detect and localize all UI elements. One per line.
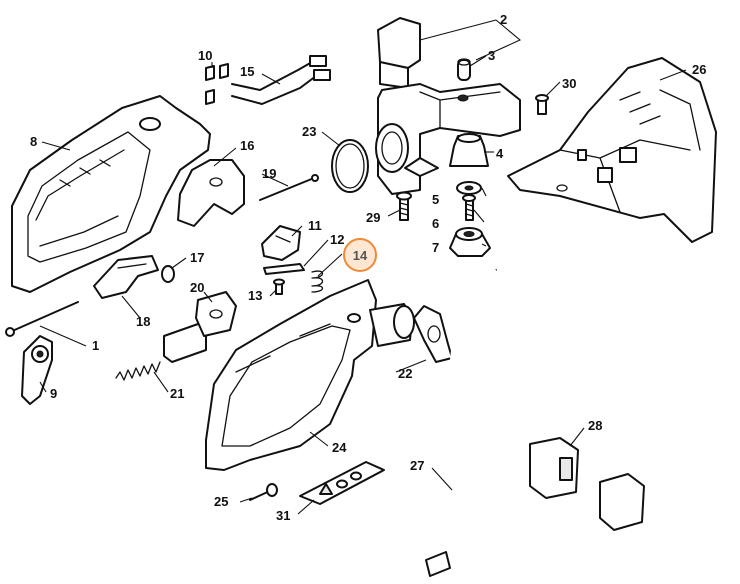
part-24-handle-half	[205, 279, 415, 471]
leader-lines	[39, 19, 687, 515]
callout-21: 21	[170, 386, 184, 401]
part-14-spring	[311, 270, 324, 293]
callout-25: 25	[214, 494, 228, 509]
part-13-screw	[273, 278, 285, 295]
part-18-lever	[93, 255, 159, 299]
part-23-o-ring	[331, 139, 369, 193]
callout-12: 12	[330, 232, 344, 247]
callout-28: 28	[588, 418, 602, 433]
highlighted-callout-14[interactable]: 14	[343, 238, 377, 272]
callout-22: 22	[398, 366, 412, 381]
callout-31: 31	[276, 508, 290, 523]
callout-19: 19	[262, 166, 276, 181]
callout-23: 23	[302, 124, 316, 139]
part-9-lever	[21, 335, 53, 405]
part-16-trigger	[177, 159, 245, 227]
callout-15: 15	[240, 64, 254, 79]
part-22-bracket	[413, 305, 453, 363]
part-15-cable	[231, 55, 331, 105]
part-26-guard	[507, 57, 717, 243]
highlight-circle	[343, 238, 377, 272]
callout-4: 4	[496, 146, 504, 161]
part-8-handle-half	[11, 95, 211, 293]
part-11-switch	[261, 225, 301, 261]
part-29-screw	[396, 191, 412, 221]
part-7-mount	[449, 227, 491, 257]
part-19-rod	[259, 174, 319, 201]
callout-26: 26	[692, 62, 706, 77]
callout-5: 5	[432, 192, 439, 207]
circle-icon	[336, 479, 348, 489]
callout-8: 8	[30, 134, 37, 149]
callout-24: 24	[332, 440, 347, 455]
callout-13: 13	[248, 288, 262, 303]
callout-9: 9	[50, 386, 57, 401]
callout-29: 29	[366, 210, 380, 225]
callout-11: 11	[308, 218, 322, 233]
callout-16: 16	[240, 138, 254, 153]
callout-30: 30	[562, 76, 576, 91]
part-2-bracket	[375, 17, 521, 195]
part-20-slider	[163, 291, 237, 363]
part-3-pin	[457, 58, 471, 81]
part-4-mount	[449, 133, 489, 167]
callout-2: 2	[500, 12, 507, 27]
part-21-spring	[115, 361, 161, 381]
part-10-terminals	[205, 63, 229, 105]
part-28-clamp	[529, 437, 645, 531]
callout-27: 27	[410, 458, 424, 473]
callout-6: 6	[432, 216, 439, 231]
part-31-label-plate	[299, 461, 385, 505]
callout-10: 10	[198, 48, 212, 63]
circle-icon	[350, 471, 362, 481]
callout-labels: 2 3 4 5 6 7 30 26 29 23 8 10 15 16 19 11…	[30, 12, 706, 523]
callout-17: 17	[190, 250, 204, 265]
part-30-screw	[535, 94, 549, 115]
callout-20: 20	[190, 280, 204, 295]
warning-triangle-icon	[319, 483, 333, 495]
callout-3: 3	[488, 48, 495, 63]
callout-14: 14	[353, 248, 368, 263]
callout-18: 18	[136, 314, 150, 329]
part-25-screw	[249, 483, 278, 501]
callout-1: 1	[92, 338, 99, 353]
part-5-washer	[456, 181, 482, 195]
part-1-rod	[5, 301, 79, 337]
part-27-loop-handle	[425, 254, 718, 577]
part-6-screw	[462, 194, 476, 221]
part-12-contact	[263, 263, 305, 275]
callout-7: 7	[432, 240, 439, 255]
part-17-clip	[161, 265, 175, 283]
